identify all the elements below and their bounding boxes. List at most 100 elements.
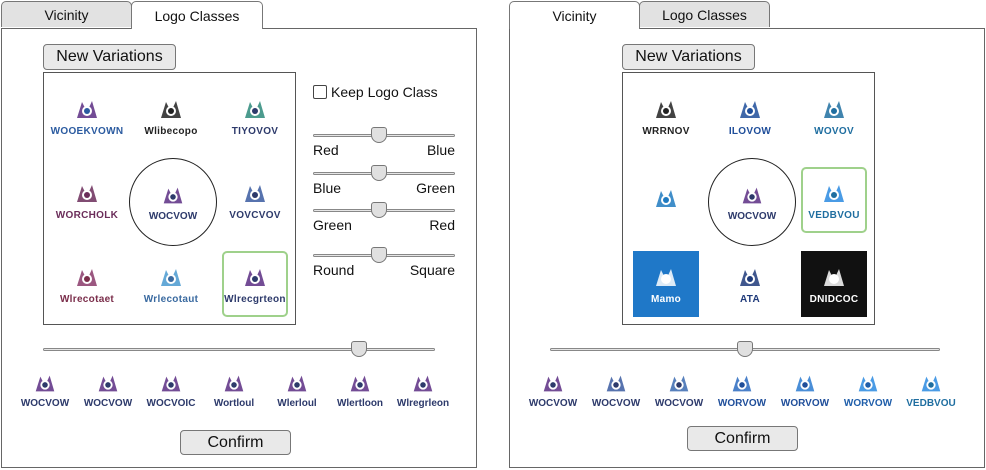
logo-wordmark: WOOEKVOWN xyxy=(50,125,124,137)
left-logo-option[interactable]: VOVCVOV xyxy=(222,167,288,233)
right-logo-option[interactable]: ILOVOW xyxy=(717,83,783,149)
left-style-slider-thumb[interactable] xyxy=(370,247,387,263)
left-tab-logo-classes[interactable]: Logo Classes xyxy=(131,1,263,29)
left-style-slider-max-label: Square xyxy=(409,262,455,278)
logo-wordmark: WOCVOW xyxy=(20,398,70,409)
logo-mark-icon xyxy=(792,371,818,397)
logo-mark-icon xyxy=(540,371,566,397)
left-variation-item[interactable]: WOCVOW xyxy=(14,362,76,418)
right-variation-item[interactable]: WOCVOW xyxy=(522,362,584,418)
logo-wordmark: WOCVOW xyxy=(83,398,133,409)
logo-mark-icon xyxy=(603,371,629,397)
logo-mark-icon xyxy=(241,96,269,124)
logo-mark-icon xyxy=(32,371,58,397)
left-style-slider-thumb[interactable] xyxy=(370,165,387,181)
logo-wordmark: WOCVOW xyxy=(148,210,198,222)
right-tab-vicinity[interactable]: Vicinity xyxy=(509,1,640,29)
logo-mark-icon xyxy=(410,371,436,397)
logo-mark-icon xyxy=(284,371,310,397)
right-variation-item[interactable]: WORVOW xyxy=(711,362,773,418)
logo-wordmark: WORVOW xyxy=(780,398,830,409)
right-logo-option[interactable]: VEDBVOU xyxy=(801,167,867,233)
left-style-slider-min-label: Green xyxy=(313,217,352,233)
right-tab-logo-classes[interactable]: Logo Classes xyxy=(639,1,770,27)
right-new-variations-button[interactable]: New Variations xyxy=(622,44,755,70)
left-style-slider-min-label: Round xyxy=(313,262,355,278)
logo-wordmark: DNIDCOC xyxy=(809,293,859,305)
logo-wordmark: WOCVOW xyxy=(528,398,578,409)
logo-wordmark: WOCVOW xyxy=(654,398,704,409)
left-variation-item[interactable]: WOCVOW xyxy=(77,362,139,418)
left-center-logo[interactable]: WOCVOW xyxy=(129,158,217,246)
logo-wordmark: VOVCVOV xyxy=(229,209,281,221)
right-logo-option[interactable]: ATA xyxy=(717,251,783,317)
left-style-slider-thumb[interactable] xyxy=(370,127,387,143)
right-center-logo[interactable]: WOCVOW xyxy=(708,158,796,246)
right-variation-item[interactable]: WOCVOW xyxy=(585,362,647,418)
logo-wordmark: WOCVOW xyxy=(591,398,641,409)
logo-wordmark: Mamo xyxy=(650,293,682,305)
logo-wordmark: TIYOVOV xyxy=(231,125,279,137)
left-style-slider-thumb[interactable] xyxy=(370,202,387,218)
logo-mark-icon xyxy=(73,264,101,292)
left-variation-item[interactable]: WOCVOIC xyxy=(140,362,202,418)
right-variation-item[interactable]: WORVOW xyxy=(837,362,899,418)
logo-mark-icon xyxy=(652,264,680,292)
right-variation-item[interactable]: VEDBVOU xyxy=(900,362,962,418)
logo-wordmark: Wortloul xyxy=(213,398,255,409)
right-logo-option[interactable]: WOVOV xyxy=(801,83,867,149)
left-main-slider-thumb[interactable] xyxy=(351,341,368,357)
left-style-slider-max-label: Blue xyxy=(426,142,455,158)
logo-mark-icon xyxy=(855,371,881,397)
left-variation-item[interactable]: Wortloul xyxy=(203,362,265,418)
left-variation-item[interactable]: Wlregrleon xyxy=(392,362,454,418)
logo-wordmark: VEDBVOU xyxy=(808,209,860,221)
left-logo-option[interactable]: Wlrecotaet xyxy=(54,251,120,317)
logo-wordmark: WORVOW xyxy=(843,398,893,409)
right-logo-grid: WRRNOV ILOVOW WOVOV WOCVOW VEDBVOU Mamo ATA DNI… xyxy=(622,72,875,325)
right-logo-option[interactable]: DNIDCOC xyxy=(801,251,867,317)
left-keep-logo-class-checkbox[interactable] xyxy=(313,85,327,99)
logo-wordmark: Wlrecotaet xyxy=(59,293,115,305)
logo-wordmark: Wlertloon xyxy=(336,398,384,409)
logo-mark-icon xyxy=(652,185,680,213)
logo-wordmark: ATA xyxy=(740,293,760,305)
left-style-slider-max-label: Green xyxy=(416,180,455,196)
right-logo-option[interactable] xyxy=(633,167,699,233)
right-logo-option[interactable]: Mamo xyxy=(633,251,699,317)
logo-mark-icon xyxy=(729,371,755,397)
logo-mark-icon xyxy=(736,264,764,292)
left-logo-option[interactable]: Wlibecopo xyxy=(138,83,204,149)
logo-mark-icon xyxy=(918,371,944,397)
left-variation-item[interactable]: Wlertloon xyxy=(329,362,391,418)
logo-wordmark: Wlibecopo xyxy=(144,125,198,137)
logo-wordmark: WORCHOLK xyxy=(55,209,119,221)
left-main-slider-track[interactable] xyxy=(43,348,435,351)
right-main-slider-thumb[interactable] xyxy=(737,341,753,357)
left-style-slider-min-label: Red xyxy=(313,142,339,158)
logo-wordmark: WRRNOV xyxy=(642,125,690,137)
logo-mark-icon xyxy=(221,371,247,397)
logo-mark-icon xyxy=(736,96,764,124)
logo-mark-icon xyxy=(347,371,373,397)
logo-mark-icon xyxy=(95,371,121,397)
left-keep-logo-class-label: Keep Logo Class xyxy=(331,84,438,100)
right-logo-option[interactable]: WRRNOV xyxy=(633,83,699,149)
left-logo-option[interactable]: WORCHOLK xyxy=(54,167,120,233)
left-logo-option[interactable]: Wrlecotaut xyxy=(138,251,204,317)
right-variation-item[interactable]: WOCVOW xyxy=(648,362,710,418)
left-tab-vicinity[interactable]: Vicinity xyxy=(1,1,132,27)
left-style-slider-min-label: Blue xyxy=(313,180,342,196)
right-variation-item[interactable]: WORVOW xyxy=(774,362,836,418)
right-confirm-button[interactable]: Confirm xyxy=(687,426,798,451)
logo-mark-icon xyxy=(820,264,848,292)
logo-wordmark: WOCVOW xyxy=(727,210,777,222)
left-logo-option[interactable]: TIYOVOV xyxy=(222,83,288,149)
left-variation-item[interactable]: Wlerloul xyxy=(266,362,328,418)
left-logo-option[interactable]: WOOEKVOWN xyxy=(51,83,123,149)
left-confirm-button[interactable]: Confirm xyxy=(180,430,291,455)
left-new-variations-button[interactable]: New Variations xyxy=(43,44,176,70)
logo-mark-icon xyxy=(160,183,186,209)
left-logo-option[interactable]: Wlrecgrteon xyxy=(222,251,288,317)
logo-wordmark: Wrlecotaut xyxy=(143,293,199,305)
